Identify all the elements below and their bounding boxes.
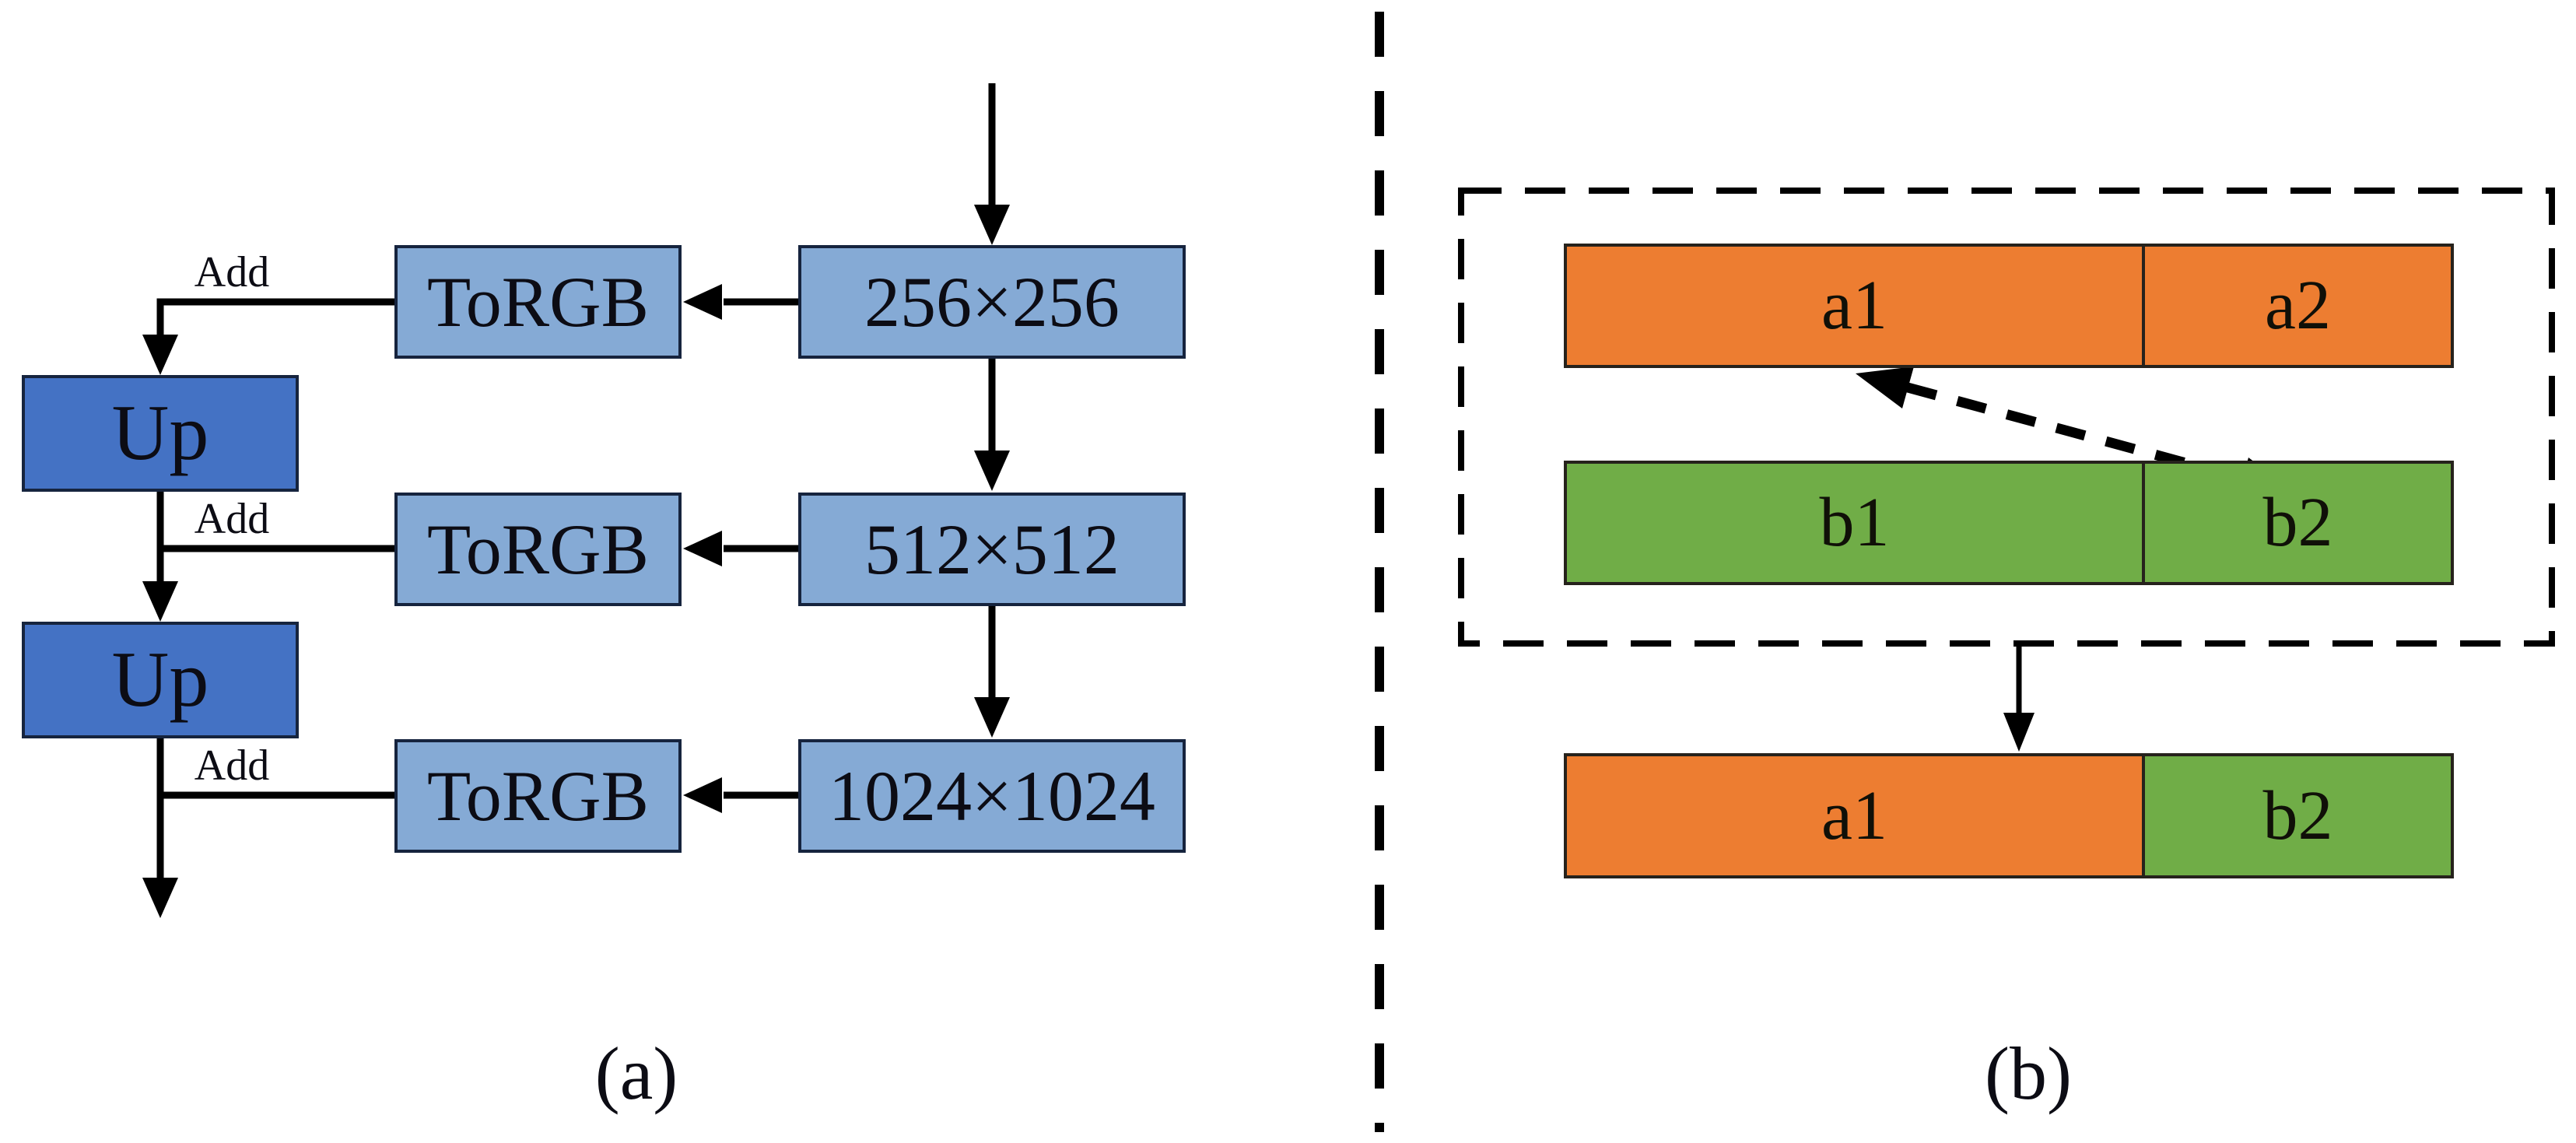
segment-a2: a2 [2145,247,2451,365]
arrow-512-to-torgb [683,531,798,566]
arrow-256-to-torgb [683,284,798,320]
bar-a: a1 a2 [1564,244,2454,368]
resolution-box-256: 256×256 [798,245,1186,359]
resolution-box-1024: 1024×1024 [798,739,1186,853]
caption-a: (a) [594,1032,678,1115]
up-box-1: Up [22,375,299,492]
segment-b1: b1 [1567,464,2145,582]
add-label-2: Add [194,495,270,543]
segment-b2: b2 [2145,464,2451,582]
torgb-box-1: ToRGB [394,245,682,359]
arrow-region-to-combined-bar [2003,645,2035,752]
bar-b: b1 b2 [1564,461,2454,585]
add-path-row1-arrow [142,298,394,375]
torgb-box-3: ToRGB [394,739,682,853]
add-label-1: Add [194,248,270,296]
trunk-up2-to-output-arrow [142,738,394,918]
torgb-box-2: ToRGB [394,493,682,606]
trunk-up1-to-up2-arrow [142,492,394,622]
input-arrow [974,83,1010,245]
arrow-256-to-512 [974,359,1010,491]
up-box-2: Up [22,622,299,738]
segment-a1: a1 [1567,247,2145,365]
segment-combined-b2: b2 [2145,756,2451,875]
arrow-512-to-1024 [974,606,1010,738]
bar-combined: a1 b2 [1564,753,2454,878]
arrow-1024-to-torgb [683,777,798,813]
crossover-region-dashed-box [1458,188,2555,647]
resolution-box-512: 512×512 [798,493,1186,606]
add-label-3: Add [194,742,270,790]
caption-b: (b) [1985,1032,2072,1115]
segment-combined-a1: a1 [1567,756,2145,875]
